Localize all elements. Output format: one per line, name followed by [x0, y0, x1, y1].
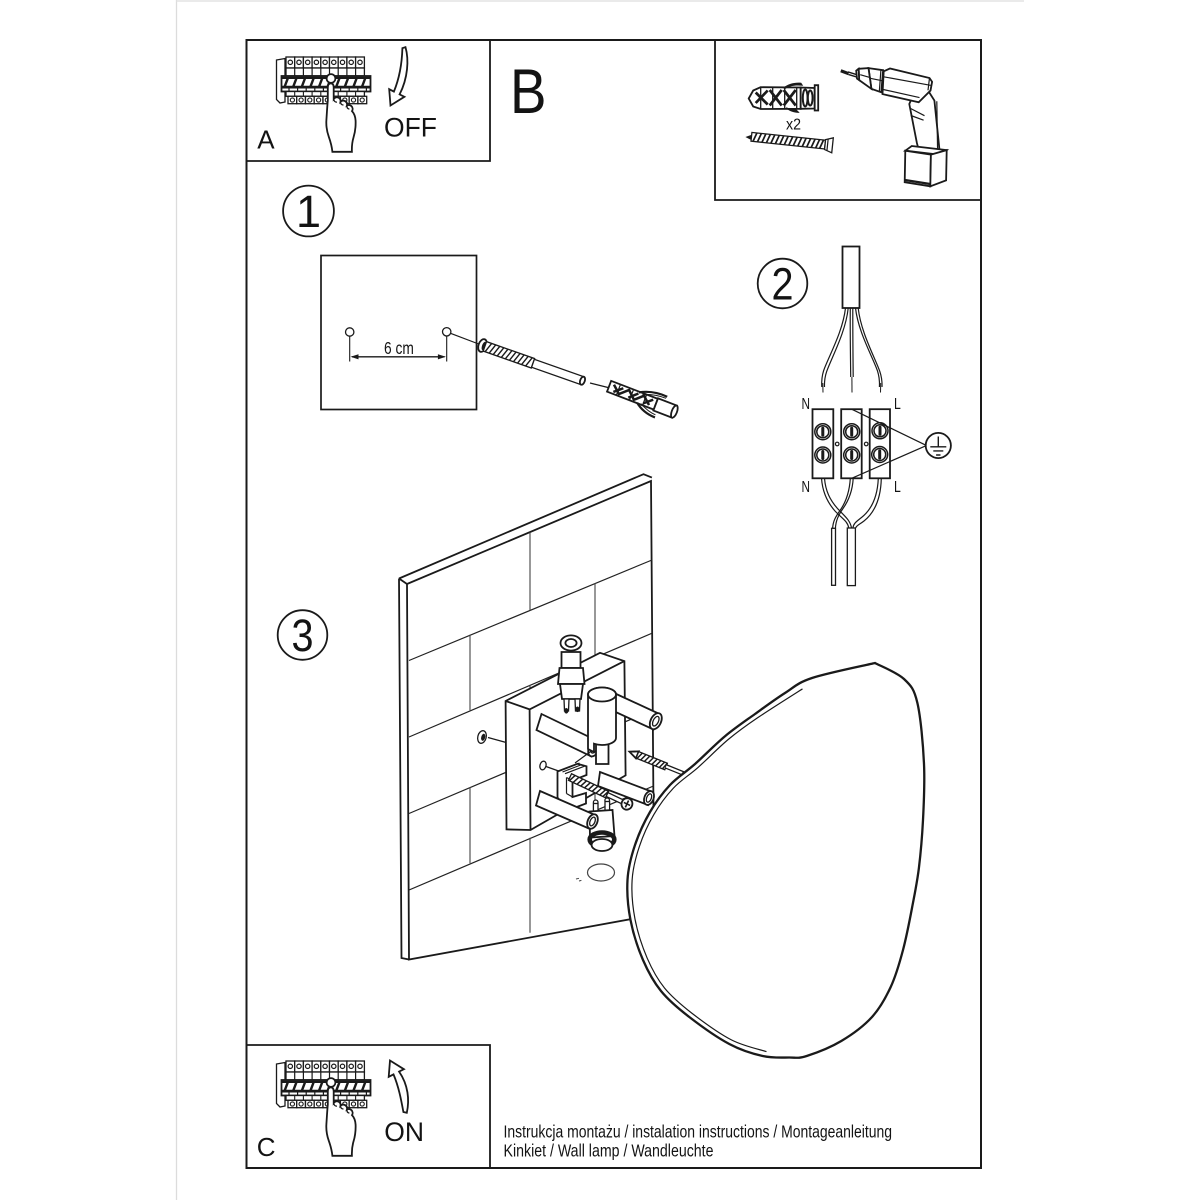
svg-text:L: L: [894, 479, 901, 496]
svg-text:x2: x2: [786, 116, 801, 133]
svg-text:A: A: [257, 124, 275, 154]
svg-text:3: 3: [292, 610, 314, 661]
svg-text:N: N: [802, 396, 811, 413]
svg-text:N: N: [802, 479, 811, 496]
svg-text:ON: ON: [384, 1117, 424, 1147]
svg-text:L: L: [894, 396, 901, 413]
svg-text:Kinkiet / Wall lamp / Wandleuc: Kinkiet / Wall lamp / Wandleuchte: [504, 1140, 714, 1160]
svg-text:2: 2: [772, 259, 794, 310]
svg-text:Instrukcja montażu / instalati: Instrukcja montażu / instalation instruc…: [504, 1121, 893, 1141]
svg-text:6 cm: 6 cm: [384, 338, 414, 358]
svg-text:OFF: OFF: [384, 113, 437, 143]
svg-text:C: C: [257, 1132, 276, 1162]
svg-text:1: 1: [296, 186, 321, 237]
svg-text:B: B: [510, 57, 547, 127]
